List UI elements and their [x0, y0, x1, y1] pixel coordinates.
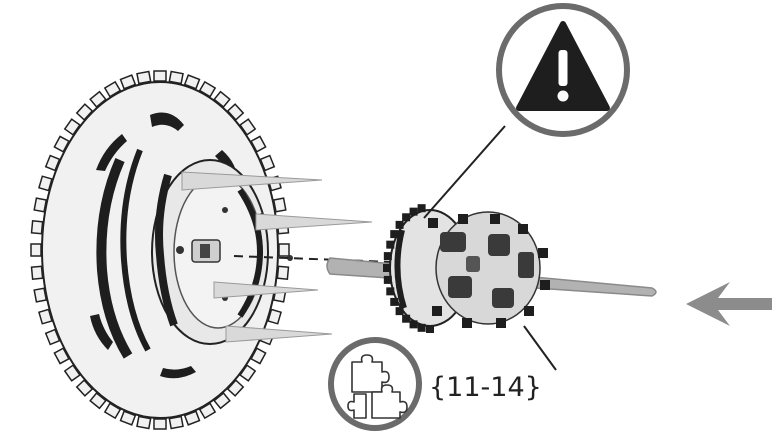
gear-tooth [31, 244, 41, 256]
small-gear-tooth [390, 298, 398, 306]
small-gear-tooth [402, 315, 410, 323]
small-gear-tooth [418, 324, 426, 332]
gear-tooth [32, 266, 43, 279]
small-gear-tooth [383, 264, 391, 272]
small-gear-tooth [410, 208, 418, 216]
gear-tooth [154, 71, 166, 81]
small-gear-tooth [396, 221, 404, 229]
small-gear-tooth [384, 276, 392, 284]
parts-badge: {11-14} [331, 340, 542, 428]
small-gear-tooth [390, 230, 398, 238]
gear-tooth [279, 244, 289, 256]
small-gear-tooth [384, 252, 392, 260]
small-gear-tooth [402, 213, 410, 221]
small-gear-tooth [386, 287, 394, 295]
small-gear-tooth [386, 241, 394, 249]
small-gear-tooth [410, 320, 418, 328]
warning-leader-line [424, 126, 505, 218]
warning-callout [424, 6, 627, 218]
gear-tooth [154, 419, 166, 429]
small-gear-tooth [426, 325, 434, 333]
gear-tooth [277, 266, 288, 279]
gear-tooth [32, 221, 43, 234]
gear-tooth [169, 416, 183, 428]
gear-tooth [169, 71, 183, 83]
part-pointer-line [524, 326, 556, 370]
gear-tooth [137, 416, 151, 428]
part-range-label: {11-14} [429, 372, 542, 403]
arrow-left-icon [686, 282, 772, 326]
gear-tooth [137, 71, 151, 83]
small-gear-tooth [418, 204, 426, 212]
